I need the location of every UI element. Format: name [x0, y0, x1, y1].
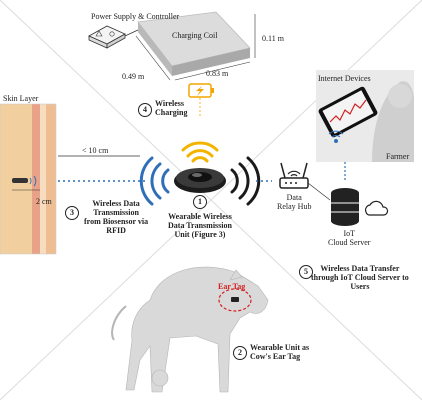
- battery-icon: [188, 83, 214, 98]
- farmer-label: Farmer: [386, 152, 410, 161]
- wearable-unit-device: [174, 168, 226, 193]
- hub-server-link: [307, 182, 331, 201]
- cloud-icon: [364, 200, 389, 216]
- ear-tag-highlight: [218, 288, 252, 312]
- charging-coil-label: Charging Coil: [172, 31, 218, 40]
- step-3-badge: 3: [65, 206, 79, 220]
- cloud-server-icon: [331, 188, 359, 226]
- power-supply-box: [88, 25, 126, 49]
- width-dimension-line: [135, 35, 171, 81]
- power-cable: [124, 29, 139, 37]
- data-relay-hub-label: Data Relay Hub: [277, 193, 312, 211]
- skin-layer-panel: [0, 103, 57, 255]
- distance-label: < 10 cm: [82, 146, 109, 155]
- width-dimension-label: 0.49 m: [122, 72, 145, 81]
- charging-coil: [137, 11, 251, 76]
- wireless-charging-label: Wireless Charging: [155, 99, 188, 117]
- cloud-transfer-label: Wireless Data Transfer through IoT Cloud…: [311, 264, 409, 291]
- charging-waves: [181, 141, 219, 163]
- power-supply-label: Power Supply & Controller: [91, 12, 180, 21]
- data-relay-hub-icon: [279, 162, 309, 189]
- step-5-badge: 5: [299, 265, 313, 279]
- height-dimension-label: 0.11 m: [262, 34, 284, 43]
- ear-tag-unit-label: Wearable Unit as Cow's Ear Tag: [250, 343, 310, 361]
- step-1-badge: 1: [193, 195, 207, 209]
- internet-devices-label: Internet Devices: [318, 74, 371, 83]
- ear-tag-label: Ear Tag: [218, 282, 246, 291]
- depth-label: 2 cm: [36, 197, 52, 206]
- farmer-photo: [316, 70, 414, 162]
- transmission-waves-left: [139, 156, 170, 206]
- ear-tag-device: [231, 297, 239, 302]
- iot-cloud-server-label: IoT Cloud Server: [328, 229, 371, 247]
- step-4-badge: 4: [138, 103, 152, 117]
- skin-layer-label: Skin Layer: [3, 94, 39, 103]
- length-dimension-line: [174, 61, 251, 81]
- wearable-unit-label: Wearable Wireless Data Transmission Unit…: [168, 212, 232, 239]
- step-2-badge: 2: [233, 346, 247, 360]
- rfid-transmission-label: Wireless Data Transmission from Biosenso…: [84, 199, 149, 235]
- transmission-waves-right: [230, 156, 261, 206]
- length-dimension-label: 0.83 m: [206, 69, 229, 78]
